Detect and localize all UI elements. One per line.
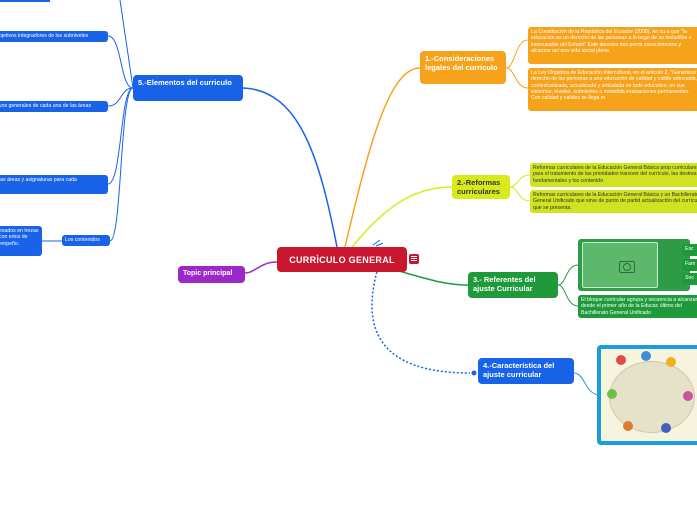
branch-5-elementos-curriculo[interactable]: 5.-Elementos del curriculo <box>133 75 243 101</box>
branch-3-sub-sociedad[interactable]: Soc <box>682 273 697 285</box>
branch-3-sub-escuela[interactable]: Esc <box>682 244 697 256</box>
branch-3-leaf-bloque-curricular[interactable]: El bloque curricular agrupa y secuencia … <box>578 295 697 318</box>
branch-2-reformas-curriculares[interactable]: 2.-Reformas curriculares <box>452 175 510 199</box>
camera-icon <box>619 261 635 273</box>
children-illustration[interactable] <box>597 345 697 445</box>
branch-3-referentes-ajuste[interactable]: 3.- Referentes del ajuste Curricular <box>468 272 558 298</box>
topic-principal[interactable]: Topic principal <box>178 266 245 283</box>
branch-5-leaf-objetivos-generales[interactable]: vos generales de cada una de las áreas <box>0 101 108 112</box>
branch-5-leaf-objetivos-integradores[interactable]: bjetivos integradores de los subniveles <box>0 31 108 42</box>
branch-1-leaf-ley-organica[interactable]: La Ley Orgánica de Educación Intercultur… <box>528 68 697 111</box>
branch-1-leaf-constitucion[interactable]: La Constitución de la República del Ecua… <box>528 27 697 64</box>
branch-2-leaf-reformas-egb[interactable]: Reformas curriculares de la Educación Ge… <box>530 163 697 187</box>
branch-2-leaf-reformas-bgu[interactable]: Reformas curriculares de la Educación Ge… <box>530 190 697 213</box>
central-topic[interactable]: CURRÌCULO GENERAL <box>277 247 407 272</box>
branch-4-caracteristica-ajuste[interactable]: 4.-Característica del ajuste curricular <box>478 358 574 384</box>
branch-1-consideraciones-legales[interactable]: 1.-Consideraciones legales del currículo <box>420 51 506 84</box>
branch-5-leaf-contenidos[interactable]: Los contenidos <box>62 235 110 246</box>
image-placeholder[interactable] <box>578 239 690 291</box>
note-icon[interactable] <box>409 254 419 264</box>
branch-5-leaf-destrezas[interactable]: esados en trezas con ertos de empeño. <box>0 226 42 256</box>
branch-5-leaf-areas-asignaturas[interactable]: las áreas y asignaturas para cada <box>0 175 108 194</box>
branch-3-sub-familia[interactable]: Fam <box>682 259 697 271</box>
